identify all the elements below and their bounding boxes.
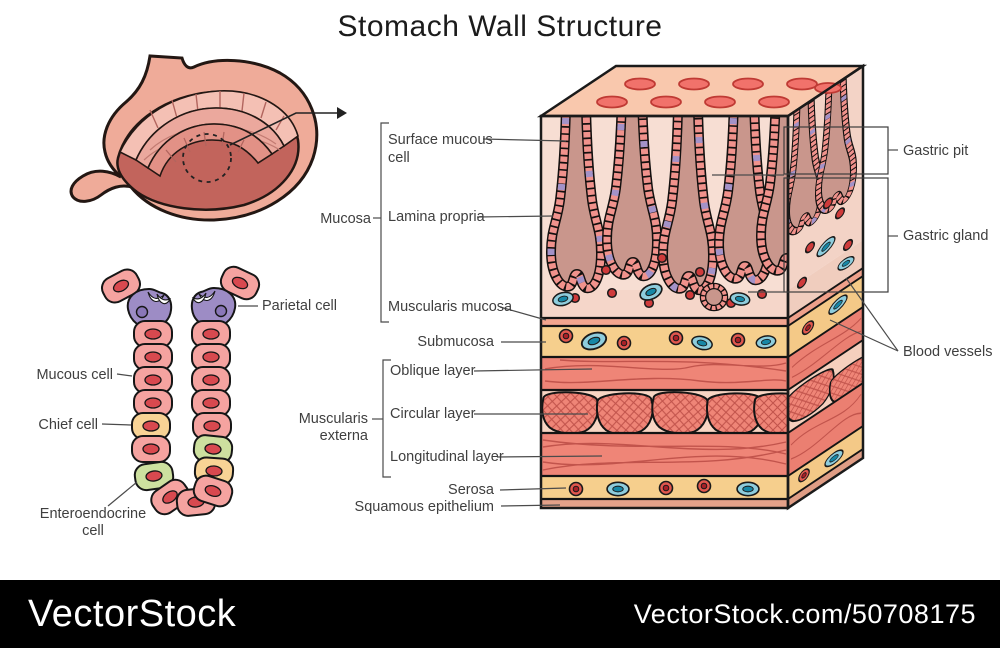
gland-cross-section-ring (699, 282, 729, 312)
leader-blood-vessel-2 (829, 319, 899, 352)
stomach-wall-diagram: Surface mucous cell Mucosa Lamina propri… (36, 54, 992, 539)
leader-chief (101, 423, 132, 426)
page-title: Stomach Wall Structure (337, 10, 663, 43)
oblique-fibers (544, 359, 787, 384)
stomach-inset-illustration (69, 54, 319, 222)
label-parietal-cell: Parietal cell (262, 298, 337, 314)
label-enteroendocrine-cell: Enteroendocrine (40, 506, 146, 522)
squamous-epithelium-layer (541, 499, 788, 508)
longitudinal-layer (541, 433, 788, 476)
gastric-pit-openings (596, 77, 842, 109)
label-gastric-pit: Gastric pit (903, 143, 968, 159)
leader-squamous (500, 504, 561, 507)
leader-mucous (116, 373, 133, 377)
label-chief-cell: Chief cell (38, 417, 98, 433)
zoom-region-dashed-circle (182, 133, 232, 183)
leader-surface-mucous (482, 138, 567, 142)
label-muscularis-externa-2: externa (320, 428, 369, 444)
side-face (788, 65, 863, 508)
label-muscularis-externa: Muscularis (299, 411, 368, 427)
leader-longitudinal (496, 455, 603, 458)
label-blood-vessels: Blood vessels (903, 344, 992, 360)
submucosa-layer (541, 326, 788, 357)
longitudinal-fibers (542, 439, 787, 471)
label-mucosa: Mucosa (320, 211, 372, 227)
label-longitudinal-layer: Longitudinal layer (390, 449, 504, 465)
label-circular-layer: Circular layer (390, 406, 476, 422)
leader-oblique (473, 368, 593, 372)
front-face (541, 116, 788, 508)
label-surface-mucous-cell: Surface mucous (388, 132, 493, 148)
gland-cells-inset (97, 262, 264, 520)
oblique-layer (541, 357, 788, 390)
front-layer-borders (541, 316, 788, 501)
label-enteroendocrine-cell-2: cell (82, 523, 104, 539)
label-gastric-gland: Gastric gland (903, 228, 988, 244)
label-lamina-propria: Lamina propria (388, 209, 486, 225)
leader-serosa (499, 487, 567, 491)
circular-layer-bundles (541, 389, 788, 437)
leader-muscularis-mucosa (499, 306, 547, 321)
label-surface-mucous-cell-2: cell (388, 150, 410, 166)
zoom-arrow-icon (229, 107, 347, 146)
wall-3d-block (536, 63, 868, 511)
watermark-site-ref: VectorStock.com/50708175 (633, 599, 976, 629)
watermark-brand: VectorStock (28, 593, 237, 635)
label-serosa: Serosa (448, 482, 495, 498)
label-submucosa: Submucosa (417, 334, 495, 350)
side-face-outline (786, 63, 865, 511)
leader-lamina-propria (476, 215, 554, 218)
gastric-gland-box (783, 177, 889, 293)
leader-blood-vessel-1 (845, 277, 899, 352)
label-muscularis-mucosa: Muscularis mucosa (388, 299, 513, 315)
label-oblique-layer: Oblique layer (390, 363, 476, 379)
muscularis-mucosa-layer (541, 318, 788, 326)
diagram-labels: Surface mucous cell Mucosa Lamina propri… (36, 132, 992, 539)
top-face (536, 64, 868, 118)
mucosa-bracket (380, 122, 389, 323)
leader-enteroendocrine (107, 481, 138, 507)
label-squamous-epithelium: Squamous epithelium (355, 499, 494, 515)
watermark-bar: VectorStock VectorStock.com/50708175 (0, 580, 1000, 648)
annotations (101, 122, 899, 507)
label-mucous-cell: Mucous cell (36, 367, 113, 383)
